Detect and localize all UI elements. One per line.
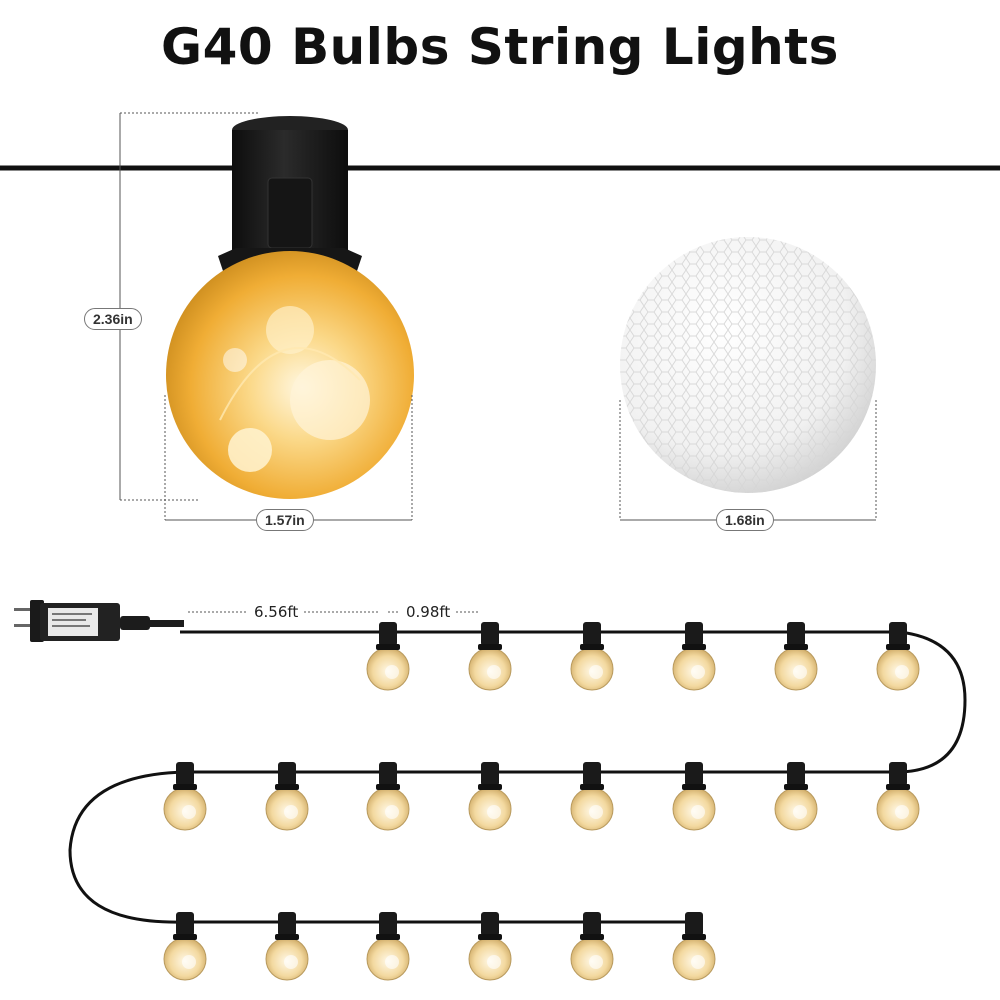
small-bulb (672, 622, 716, 691)
small-bulb (366, 762, 410, 831)
small-bulb (468, 622, 512, 691)
warm-bulb-width-label: 1.57in (256, 509, 314, 531)
small-bulb (672, 912, 716, 981)
warm-bulb (166, 251, 414, 499)
height-dimension-label: 2.36in (84, 308, 142, 330)
small-bulb (366, 622, 410, 691)
small-bulb (163, 912, 207, 981)
small-bulb (570, 762, 614, 831)
string-cord (68, 630, 967, 924)
white-bulb-width-label: 1.68in (716, 509, 774, 531)
small-bulb (265, 762, 309, 831)
small-bulb (163, 762, 207, 831)
small-bulb (366, 912, 410, 981)
dimension-lines (119, 112, 877, 613)
small-bulb (265, 912, 309, 981)
lead-cord-length-label: 6.56ft (248, 603, 305, 621)
power-adapter-icon (14, 600, 184, 642)
bulb-string (163, 622, 920, 981)
bulb-spacing-label: 0.98ft (400, 603, 457, 621)
small-bulb (570, 912, 614, 981)
small-bulb (468, 762, 512, 831)
white-bulb (620, 237, 876, 493)
small-bulb (876, 622, 920, 691)
small-bulb (774, 762, 818, 831)
small-bulb (876, 762, 920, 831)
small-bulb (774, 622, 818, 691)
socket-icon (218, 116, 362, 274)
small-bulb (468, 912, 512, 981)
page-title: G40 Bulbs String Lights (161, 18, 839, 76)
small-bulb (672, 762, 716, 831)
small-bulb (570, 622, 614, 691)
